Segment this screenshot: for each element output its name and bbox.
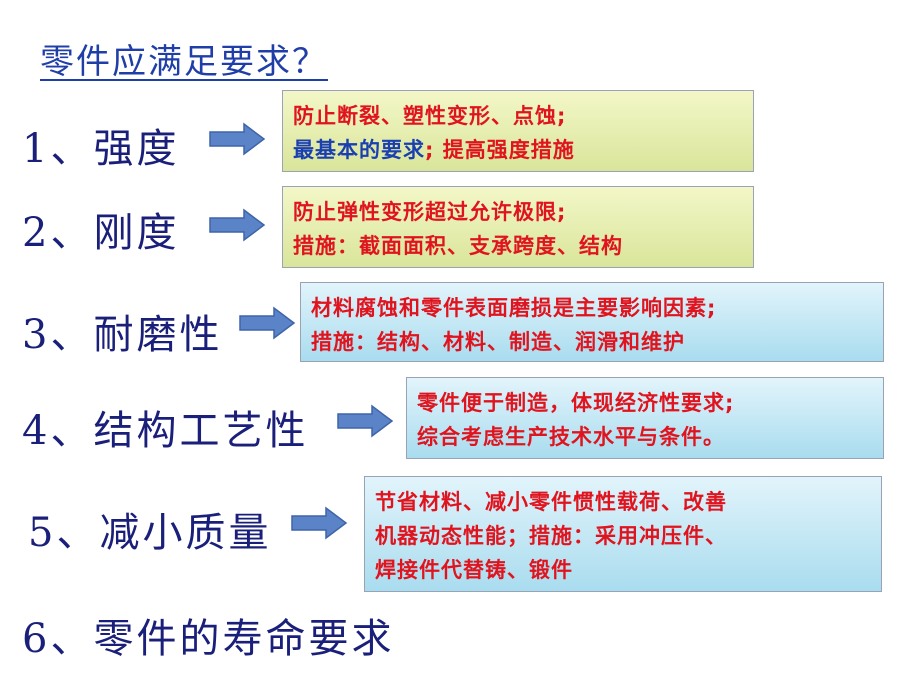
- box-line: 最基本的要求; 提高强度措施: [293, 133, 743, 167]
- right-arrow-icon: [209, 208, 266, 242]
- manufacturability-info-box: 零件便于制造，体现经济性要求; 综合考虑生产技术水平与条件。: [406, 377, 884, 459]
- box-line: 综合考虑生产技术水平与条件。: [417, 425, 725, 449]
- item-manufacturability: 4、结构工艺性: [22, 408, 309, 454]
- item-strength: 1、强度: [22, 126, 180, 172]
- page-title: 零件应满足要求？: [40, 42, 328, 82]
- box-line: 措施：截面面积、支承跨度、结构: [293, 234, 623, 258]
- item-stiffness: 2、刚度: [22, 210, 180, 256]
- box-text: ; 提高强度措施: [425, 138, 575, 162]
- wear-info-box: 材料腐蚀和零件表面磨损是主要影响因素; 措施：结构、材料、制造、润滑和维护: [300, 282, 884, 362]
- right-arrow-icon: [291, 506, 348, 540]
- box-line: 焊接件代替铸、锻件: [375, 558, 573, 582]
- right-arrow-icon: [209, 122, 266, 156]
- box-line: 零件便于制造，体现经济性要求;: [417, 391, 735, 415]
- box-line: 防止断裂、塑性变形、点蚀;: [293, 104, 567, 128]
- right-arrow-icon: [239, 306, 296, 340]
- box-line: 节省材料、减小零件惯性载荷、改善: [375, 490, 727, 514]
- stiffness-info-box: 防止弹性变形超过允许极限; 措施：截面面积、支承跨度、结构: [282, 186, 754, 268]
- box-line: 防止弹性变形超过允许极限;: [293, 200, 567, 224]
- reduce-mass-info-box: 节省材料、减小零件惯性载荷、改善 机器动态性能；措施：采用冲压件、 焊接件代替铸…: [364, 476, 882, 592]
- item-reduce-mass: 5、减小质量: [28, 510, 272, 556]
- item-wear-resistance: 3、耐磨性: [22, 312, 223, 358]
- box-line: 措施：结构、材料、制造、润滑和维护: [311, 330, 685, 354]
- item-service-life: 6、零件的寿命要求: [22, 616, 395, 662]
- box-line: 材料腐蚀和零件表面磨损是主要影响因素;: [311, 296, 717, 320]
- right-arrow-icon: [337, 404, 394, 438]
- strength-info-box: 防止断裂、塑性变形、点蚀; 最基本的要求; 提高强度措施: [282, 90, 754, 172]
- highlight-text: 最基本的要求: [293, 138, 425, 162]
- box-line: 机器动态性能；措施：采用冲压件、: [375, 524, 727, 548]
